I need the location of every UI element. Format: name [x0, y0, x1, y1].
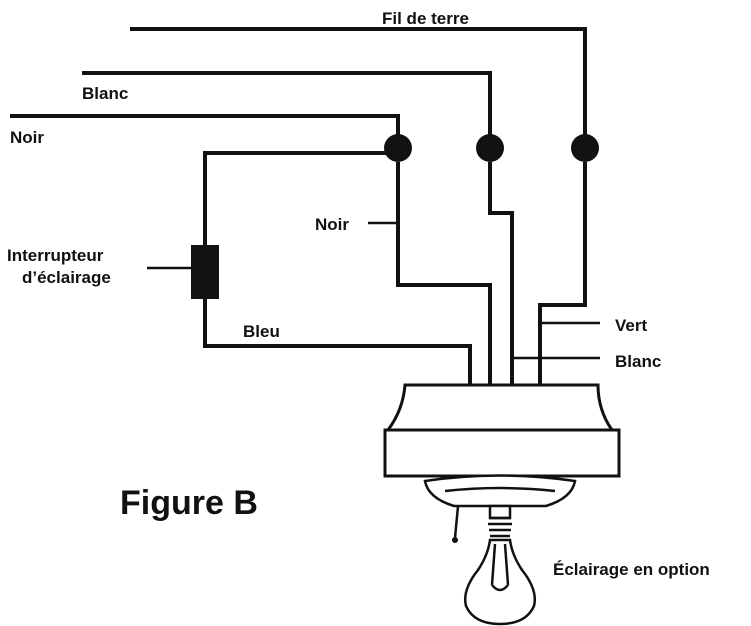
white-supply-wire	[82, 71, 492, 140]
light-kit-bowl-inner	[444, 486, 556, 493]
fan-housing-band	[383, 428, 621, 478]
pull-chain	[453, 505, 460, 539]
blue-wire	[203, 299, 472, 385]
green-wire-label: Vert	[615, 316, 647, 335]
black-wire-label: Noir	[10, 128, 44, 147]
ground-wire-label: Fil de terre	[382, 9, 469, 28]
figure-title: Figure B	[120, 484, 258, 522]
black-wire-connector	[384, 134, 412, 162]
blue-wire-label: Bleu	[243, 322, 280, 341]
pull-chain-knob	[452, 537, 458, 543]
light-kit-label: Éclairage en option	[553, 560, 710, 579]
light-socket	[488, 504, 512, 520]
switch-label-line1: Interrupteur	[7, 246, 104, 265]
black-supply-wire	[10, 114, 400, 140]
light-kit-bowl	[423, 474, 577, 508]
light-bulb	[464, 538, 536, 626]
white-fixture-wire	[488, 162, 514, 385]
white-wire-connector	[476, 134, 504, 162]
bulb-filament	[490, 543, 510, 592]
light-switch	[191, 245, 219, 299]
black-fixture-label: Noir	[315, 215, 349, 234]
black-fixture-wire	[396, 162, 492, 385]
switch-label-line2: d’éclairage	[22, 268, 111, 287]
white-wire-label: Blanc	[82, 84, 128, 103]
switch-loop-wire-top	[203, 151, 398, 245]
ground-wire-connector	[571, 134, 599, 162]
fan-motor-housing	[385, 383, 615, 432]
ground-supply-wire	[130, 27, 587, 140]
white-fixture-label: Blanc	[615, 352, 661, 371]
bulb-screw-base	[488, 516, 512, 538]
ground-fixture-wire	[538, 162, 587, 385]
